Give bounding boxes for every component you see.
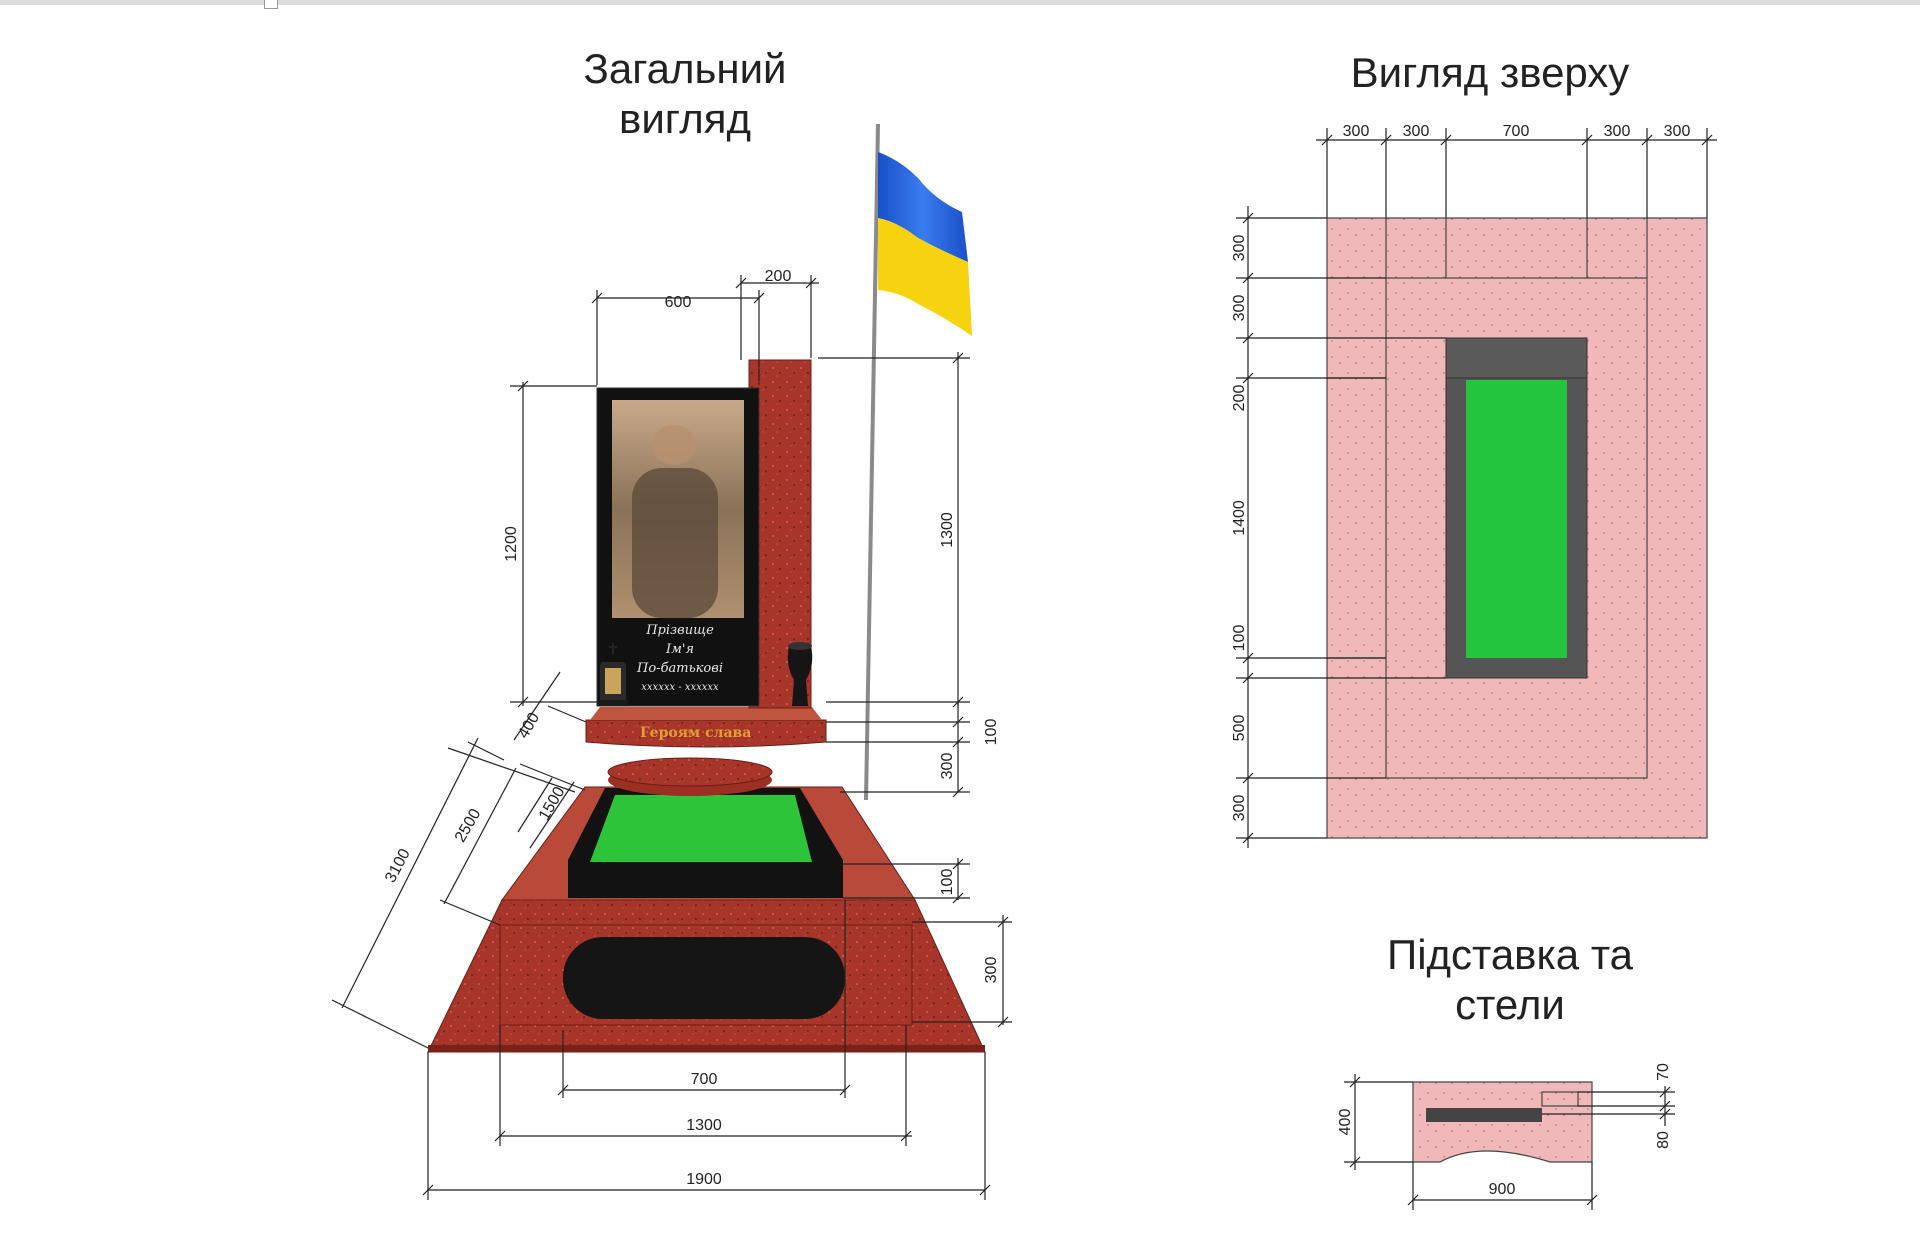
general-dim-lines xyxy=(331,275,1012,1200)
stand-dim-70: 70 xyxy=(1655,1063,1672,1081)
top-dim-t3: 700 xyxy=(1503,123,1530,140)
title-stand-line2: стели xyxy=(1455,981,1565,1029)
flowerbed-grass xyxy=(590,795,812,862)
lantern-icon xyxy=(598,662,628,706)
top-view: 300 300 700 300 300 300 300 200 1400 100… xyxy=(1231,123,1717,848)
dim-300a: 300 xyxy=(939,753,956,780)
plaque-text: Героям слава xyxy=(640,725,751,741)
inscription-dates: хххххх - хххххх xyxy=(641,682,719,693)
inscription-line2: Ім'я xyxy=(665,642,694,657)
dim-3100: 3100 xyxy=(382,846,414,885)
stand xyxy=(585,719,827,748)
general-view: Героям слава Прізвище Ім'я По-батькові х… xyxy=(331,123,1012,1200)
flag-pole xyxy=(864,123,880,801)
stand-dim-80: 80 xyxy=(1655,1131,1672,1149)
dim-1300-bottom: 1300 xyxy=(686,1117,722,1134)
top-bar xyxy=(0,0,1920,5)
stand-notch xyxy=(1541,1091,1579,1107)
stand-view: 400 70 80 900 xyxy=(1337,1063,1675,1210)
vase-icon xyxy=(787,642,813,706)
title-general-view: Загальний вигляд xyxy=(540,44,830,145)
stand-slot xyxy=(1426,1108,1542,1122)
title-stand-view: Підставка та стели xyxy=(1340,930,1680,1031)
dim-1300: 1300 xyxy=(939,512,956,548)
dim-2500: 2500 xyxy=(452,806,485,845)
cross-icon xyxy=(609,643,617,655)
dim-600: 600 xyxy=(665,294,692,311)
title-stand-line1: Підставка та xyxy=(1387,931,1633,978)
top-dim-t1: 300 xyxy=(1343,123,1370,140)
top-dim-lines xyxy=(1236,128,1717,848)
portrait-head xyxy=(652,425,696,465)
title-general-line1: Загальний xyxy=(583,45,787,92)
stand-top xyxy=(590,707,822,720)
top-dim-t4: 300 xyxy=(1604,123,1631,140)
top-dim-v3: 200 xyxy=(1231,385,1248,412)
top-bar-mark xyxy=(264,0,278,9)
inscription-line1: Прізвище xyxy=(645,623,714,638)
base-slab-edge xyxy=(428,1045,985,1052)
dim-1900: 1900 xyxy=(686,1171,722,1188)
portrait-body xyxy=(632,468,718,618)
flag-icon xyxy=(878,152,972,336)
dim-700: 700 xyxy=(691,1071,718,1088)
inscription-line3: По-батькові xyxy=(636,661,723,676)
oval-pedestal-top xyxy=(607,757,773,787)
top-dim-v7: 300 xyxy=(1231,795,1248,822)
front-black-panel xyxy=(563,937,845,1019)
title-general-line2: вигляд xyxy=(619,95,751,143)
dim-300b: 300 xyxy=(983,957,1000,984)
top-dim-t2: 300 xyxy=(1403,123,1430,140)
stand-dim-400: 400 xyxy=(1337,1109,1354,1136)
top-dim-v5: 100 xyxy=(1231,625,1248,652)
dim-400: 400 xyxy=(515,710,543,742)
top-dim-v2: 300 xyxy=(1231,295,1248,322)
dim-100a: 100 xyxy=(983,719,1000,746)
top-dim-t5: 300 xyxy=(1664,123,1691,140)
title-top-view: Вигляд зверху xyxy=(1350,49,1630,96)
top-stele-band xyxy=(1445,337,1588,379)
dim-200: 200 xyxy=(765,268,792,285)
top-flowerbed-grass xyxy=(1466,380,1567,658)
stand-dim-lines xyxy=(1344,1074,1675,1210)
top-dim-v6: 500 xyxy=(1231,715,1248,742)
stand-dim-900: 900 xyxy=(1489,1181,1516,1198)
top-dim-v4: 1400 xyxy=(1231,500,1248,536)
dim-100b: 100 xyxy=(939,869,956,896)
dim-1200: 1200 xyxy=(503,526,520,562)
top-dim-v1: 300 xyxy=(1231,235,1248,262)
